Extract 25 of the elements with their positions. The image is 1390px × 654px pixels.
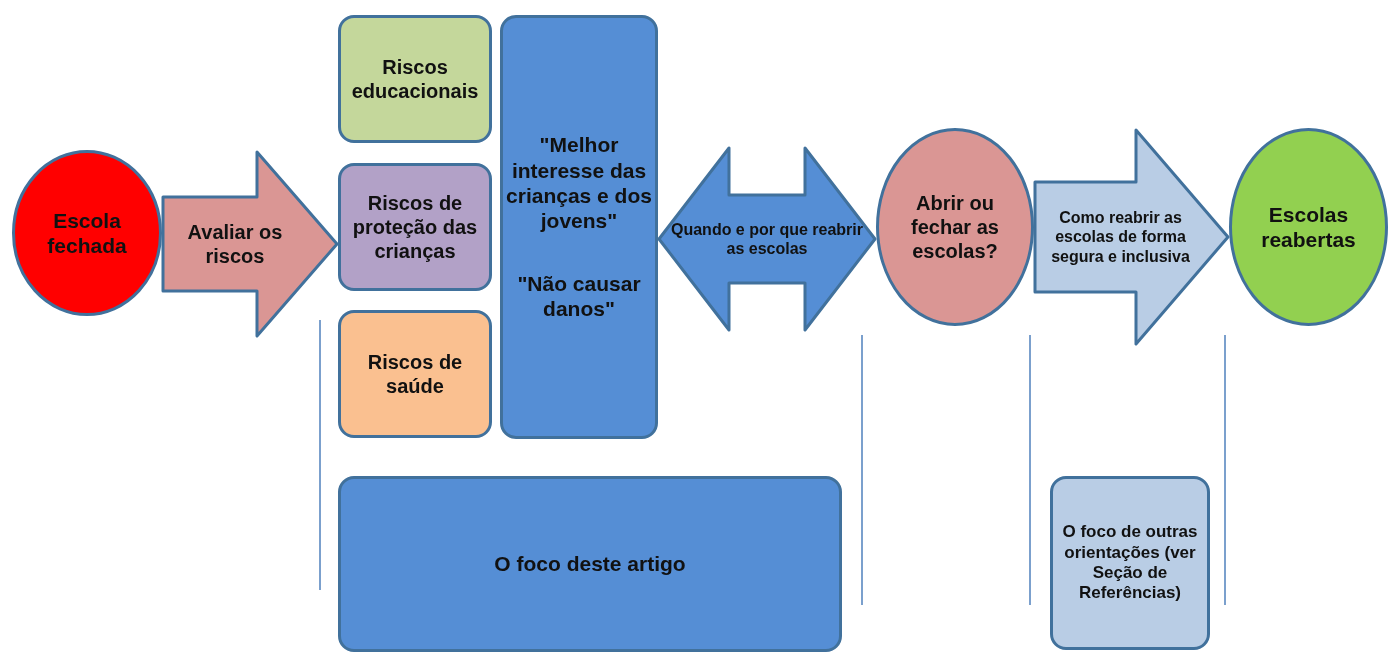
quote-text: "Não causar danos" [516, 271, 642, 322]
node-text: Escola fechada [46, 207, 128, 259]
focus-box [338, 476, 842, 652]
node-text: Riscos de saúde [366, 350, 464, 398]
principle-box [500, 15, 658, 439]
edge-label: Como reabrir as escolas de forma segura e inclusiva [1050, 208, 1191, 266]
edge-label: Quando e por que reabrir as escolas [670, 219, 864, 259]
quote-text: "Melhor interesse das crianças e dos jovens" [505, 132, 653, 234]
block-arrow [161, 150, 339, 338]
decision-ellipse [876, 128, 1034, 326]
node-text: Riscos de proteção das crianças [351, 191, 479, 263]
block-arrow [657, 146, 877, 332]
node-text: O foco deste artigo [494, 551, 686, 577]
node-text: O foco de outras orientações (ver Seção de Referências) [1061, 522, 1199, 604]
start-circle [12, 150, 162, 316]
process-box [338, 15, 492, 143]
node-text: Riscos educacionais [350, 55, 480, 103]
node-text: Abrir ou fechar as escolas? [910, 191, 1000, 263]
process-box [338, 163, 492, 291]
block-arrow [1033, 128, 1230, 346]
process-box [338, 310, 492, 438]
focus-box [1050, 476, 1210, 650]
end-circle [1229, 128, 1388, 326]
node-text: Escolas reabertas [1260, 201, 1357, 253]
edge-label: Avaliar os riscos [186, 220, 284, 268]
